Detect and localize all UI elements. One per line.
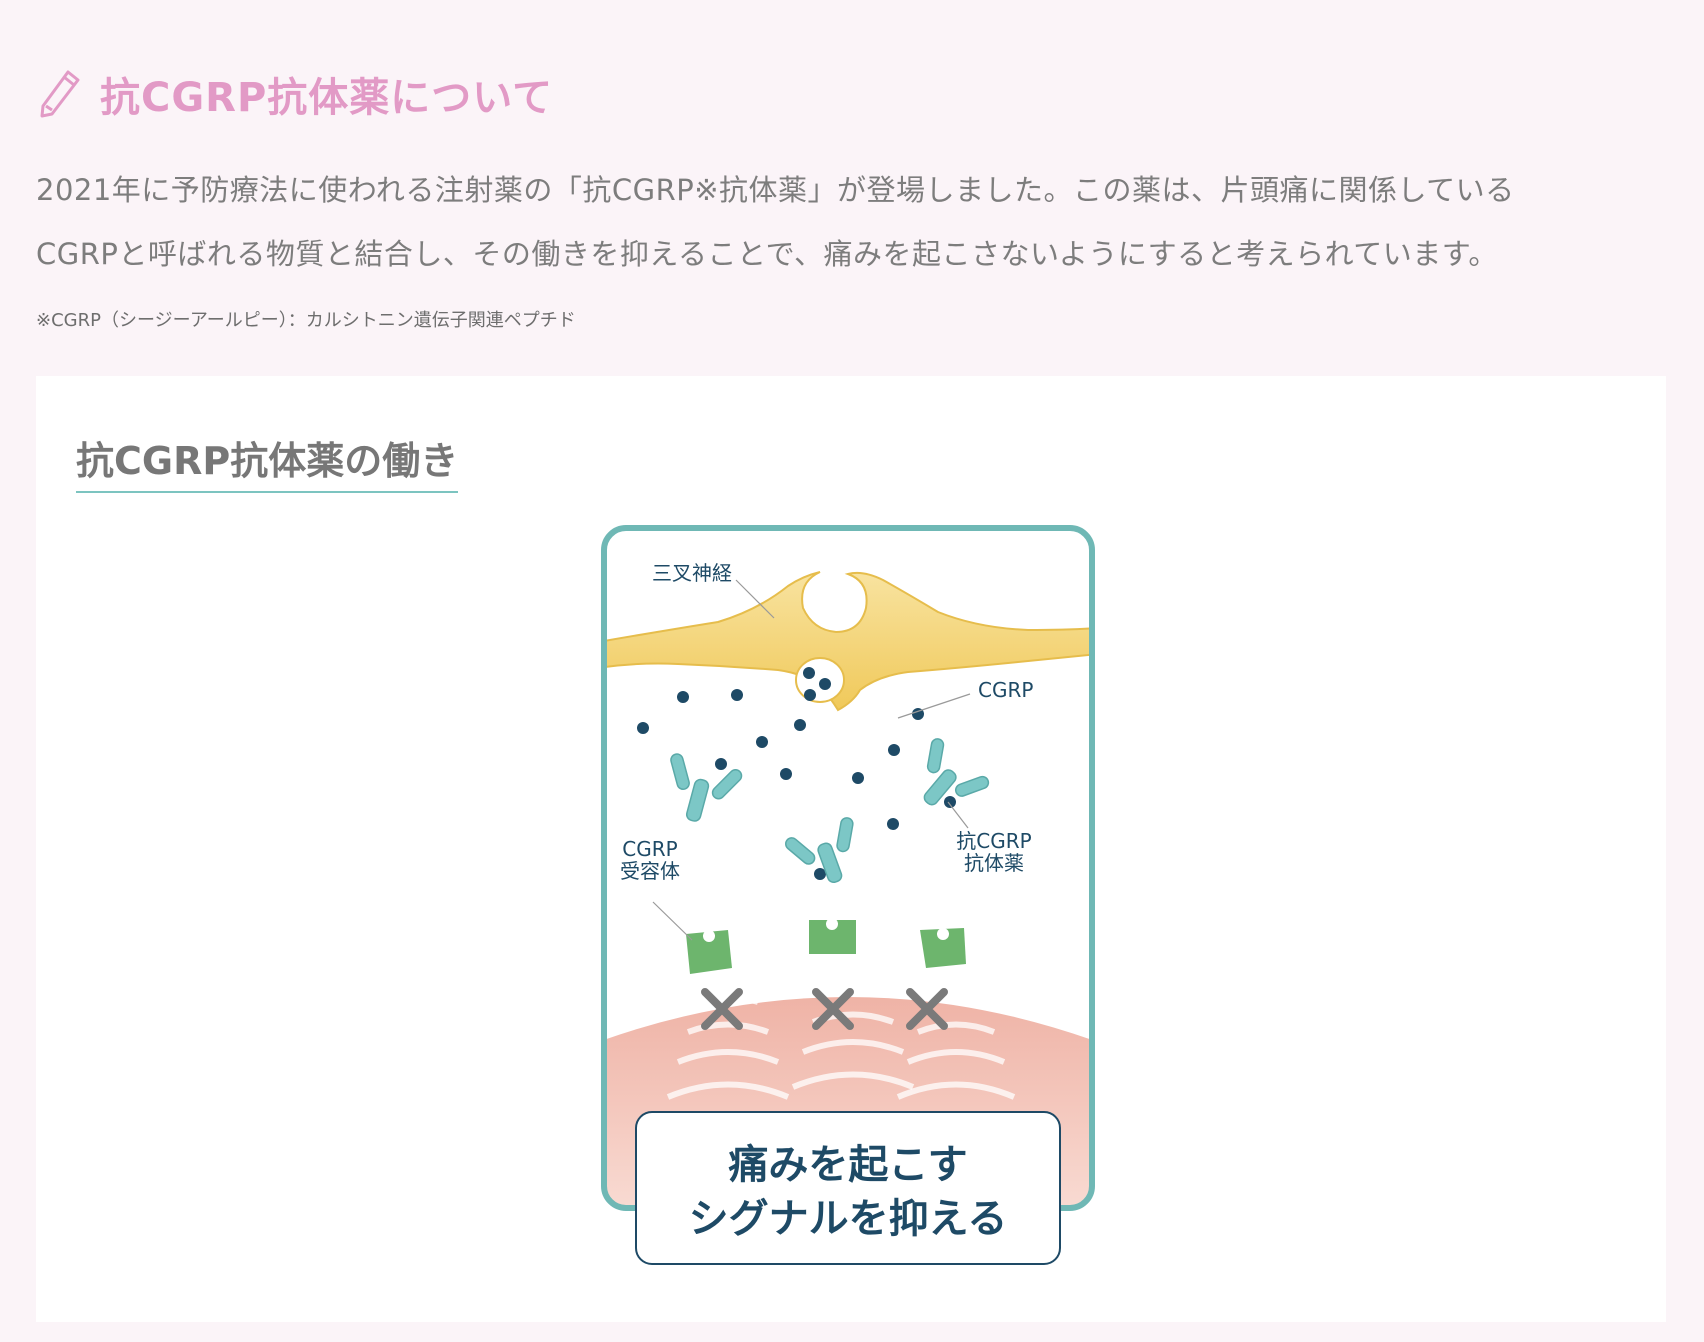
label-nerve: 三叉神経 <box>652 561 732 585</box>
label-antibody-line1: 抗CGRP <box>956 829 1031 853</box>
label-cgrp: CGRP <box>978 678 1033 702</box>
label-receptor-line1: CGRP <box>622 837 677 861</box>
antibodies <box>670 738 990 884</box>
vesicle <box>795 657 845 703</box>
receptor-notches <box>703 918 949 942</box>
label-antibody-line2: 抗体薬 <box>964 851 1024 875</box>
intro-line-1: 2021年に予防療法に使われる注射薬の「抗CGRP※抗体薬」が登場しました。この… <box>36 173 1515 207</box>
cgrp-molecules <box>637 667 956 880</box>
caption-line-2: シグナルを抑える <box>689 1196 1008 1242</box>
caption-line-1: 痛みを起こす <box>728 1142 967 1188</box>
mechanism-card: 抗CGRP抗体薬の働き <box>36 376 1666 1322</box>
leader-lines <box>652 579 971 941</box>
intro-paragraph: 2021年に予防療法に使われる注射薬の「抗CGRP※抗体薬」が登場しました。この… <box>36 158 1676 286</box>
label-receptor-line2: 受容体 <box>620 859 680 883</box>
pencil-icon <box>40 70 80 118</box>
section-title: 抗CGRP抗体薬について <box>100 74 554 121</box>
intro-line-2: CGRPと呼ばれる物質と結合し、その働きを抑えることで、痛みを起こさないようにす… <box>36 237 1498 271</box>
signal-waves <box>666 984 1016 1100</box>
footnote: ※CGRP（シージーアールピー）：カルシトニン遺伝子関連ペプチド <box>36 310 576 331</box>
diagram-svg: 三叉神経 CGRP 抗CGRP 抗体薬 CGRP 受容体 痛みを起こす シグナル… <box>601 525 1095 1265</box>
caption-box <box>635 1111 1061 1265</box>
section-heading: 抗CGRP抗体薬について <box>38 38 553 150</box>
mechanism-diagram: 三叉神経 CGRP 抗CGRP 抗体薬 CGRP 受容体 痛みを起こす シグナル… <box>598 522 1138 1282</box>
card-title: 抗CGRP抗体薬の働き <box>76 430 459 493</box>
block-cross-icons <box>701 988 948 1030</box>
cgrp-receptors <box>686 920 966 974</box>
